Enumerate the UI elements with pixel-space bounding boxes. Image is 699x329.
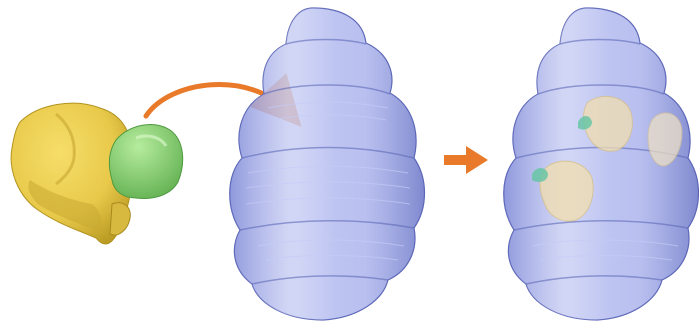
straight-result-arrow	[444, 146, 488, 174]
container-capsule-filled	[504, 8, 699, 320]
container-capsule-empty	[230, 8, 425, 320]
molecule-model	[11, 103, 183, 244]
molecule-yellow-tail	[110, 203, 130, 235]
